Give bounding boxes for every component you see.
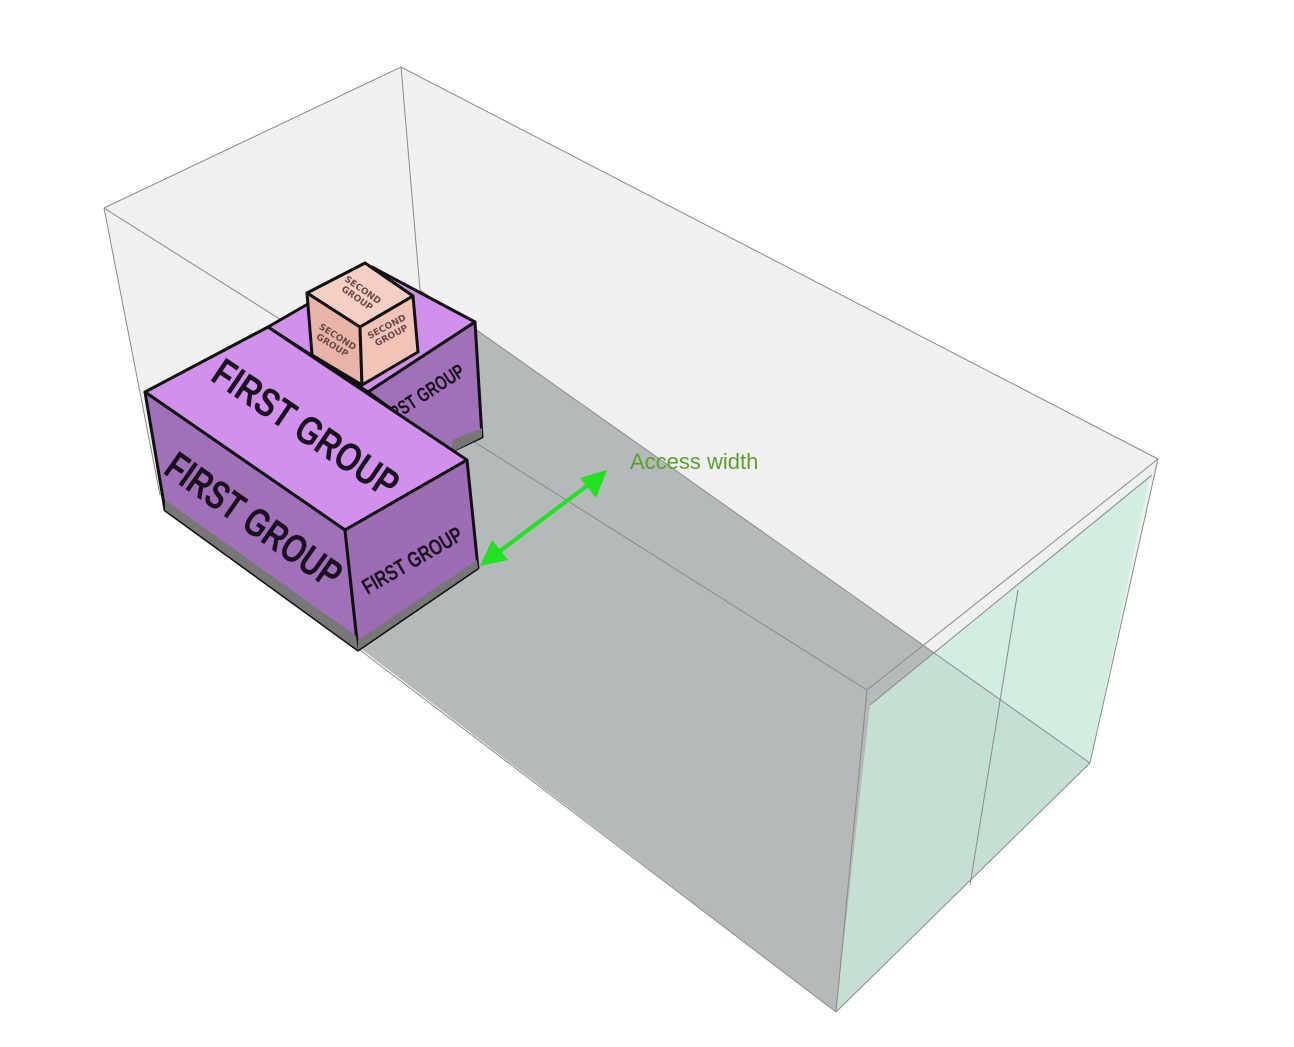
first-group-box-front	[143, 325, 480, 652]
arrow-head-start	[480, 540, 508, 566]
second-group-box	[305, 261, 420, 387]
container-edges	[103, 66, 1159, 1013]
access-width-label: Access width	[630, 449, 758, 474]
access-width-arrow	[480, 470, 607, 566]
arrow-head-end	[580, 470, 607, 498]
